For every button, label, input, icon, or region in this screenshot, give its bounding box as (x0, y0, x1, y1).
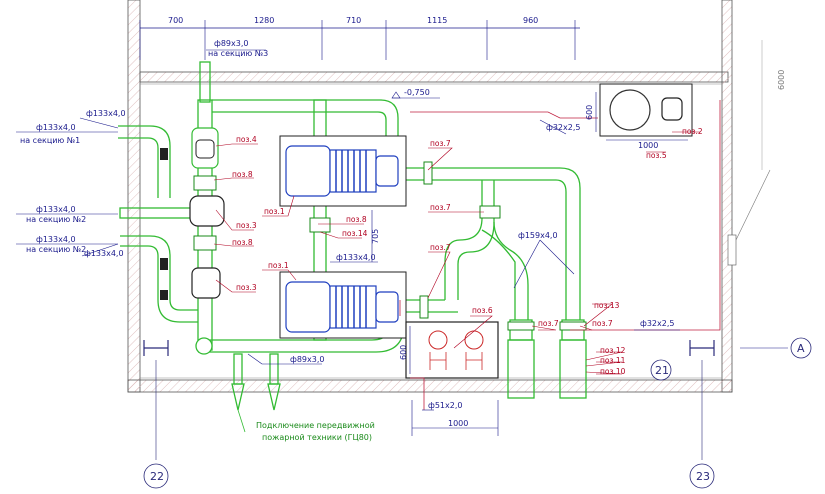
level-mark: -0,750 (391, 88, 440, 99)
label-p32-top: ф32х2,5 (546, 123, 580, 132)
tank-poz6 (405, 321, 499, 379)
label-p133-mid: ф133х4,0 (336, 253, 376, 262)
label-poz11: поз.11 (600, 356, 626, 365)
label-poz7b: поз.7 (430, 203, 451, 212)
label-poz6: поз.6 (472, 306, 493, 315)
label-poz7d: поз.7 (538, 319, 559, 328)
label-poz3a: поз.3 (236, 221, 257, 230)
label-poz8b: поз.8 (232, 238, 253, 247)
tank-poz5 (599, 83, 693, 141)
label-p133-left2-note: на секцию №2 (26, 215, 86, 224)
dim-1115: 1115 (427, 16, 447, 25)
label-poz3b: поз.3 (236, 283, 257, 292)
label-poz7e: поз.7 (592, 319, 613, 328)
label-p89-top: ф89х3,0 (214, 39, 248, 48)
axis-markers (143, 337, 812, 489)
dim-1280: 1280 (254, 16, 274, 25)
dim-600-tank: 600 (585, 105, 594, 120)
dim-700: 700 (168, 16, 183, 25)
label-poz4: поз.4 (236, 135, 257, 144)
label-p89-bottom: ф89х3,0 (290, 355, 324, 364)
label-p133-left2: ф133х4,0 (36, 205, 76, 214)
fire-connection-line2: пожарной техники (ГЦ80) (262, 433, 372, 442)
leader-lines (213, 131, 700, 375)
label-p133-left1-note: на секцию №1 (20, 136, 80, 145)
drain-lines (399, 100, 721, 410)
label-poz7a: поз.7 (430, 139, 451, 148)
label-p133-left1: ф133х4,0 (36, 123, 76, 132)
label-poz1a: поз.1 (264, 207, 285, 216)
fire-connection-line1: Подключение передвижной (256, 421, 375, 430)
dimension-leaders (16, 49, 788, 436)
label-poz7c: поз.7 (430, 243, 451, 252)
label-p133-mid-left: ф133х4,0 (84, 249, 124, 258)
right-dimension: 6000 (761, 40, 786, 170)
label-poz13: поз.13 (594, 301, 620, 310)
label-poz12: поз.12 (600, 346, 626, 355)
dim-960: 960 (523, 16, 538, 25)
label-poz8a: поз.8 (232, 170, 253, 179)
label-p32-right: ф32х2,5 (640, 319, 674, 328)
dim-705: 705 (371, 229, 380, 244)
label-poz10: поз.10 (600, 367, 626, 376)
level-mark-value: -0,750 (404, 88, 430, 97)
label-p133-left3: ф133х4,0 (36, 235, 76, 244)
label-p133-left4: ф133х4,0 (86, 109, 126, 118)
label-poz2: поз.2 (682, 127, 703, 136)
axis-21: 21 (655, 364, 669, 377)
dim-1000-bottom: 1000 (448, 419, 468, 428)
axis-a: А (797, 342, 805, 355)
axis-22: 22 (150, 470, 164, 483)
label-p51: ф51х2,0 (428, 401, 462, 410)
label-p89-top-note: на секцию №3 (208, 49, 268, 58)
label-poz14: поз.14 (342, 229, 368, 238)
label-poz1b: поз.1 (268, 261, 289, 270)
pump-1 (279, 135, 407, 207)
label-poz5: поз.5 (646, 151, 667, 160)
dim-600-box: 600 (399, 345, 408, 360)
label-poz8c: поз.8 (346, 215, 367, 224)
top-dimension-chain: 700 1280 710 1115 960 (139, 16, 580, 60)
dim-710: 710 (346, 16, 361, 25)
pump-2 (279, 271, 407, 339)
axis-23: 23 (696, 470, 710, 483)
label-p159: ф159х4,0 (518, 231, 558, 240)
dim-6000: 6000 (777, 70, 786, 90)
valves (160, 127, 587, 331)
dim-1000-tank: 1000 (638, 141, 658, 150)
label-p133-left3-note: на секцию №2 (26, 245, 86, 254)
